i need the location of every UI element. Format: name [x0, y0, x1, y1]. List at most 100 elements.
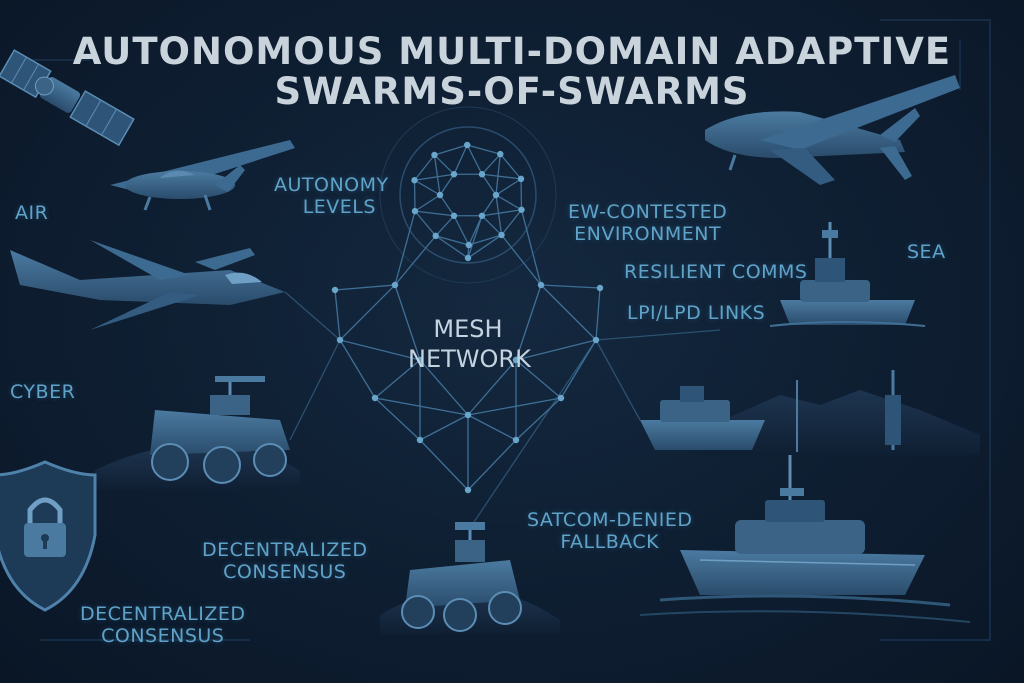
mesh-node [512, 356, 520, 364]
mesh-link [374, 397, 421, 441]
shield-lock-icon [0, 460, 97, 612]
mesh-link [434, 144, 468, 156]
resilient-comms-label: RESILIENT COMMS [624, 261, 808, 283]
uav-icon [705, 75, 960, 185]
hub-line-2: NETWORK [408, 345, 531, 373]
ew-contested-label: EW-CONTESTED ENVIRONMENT [568, 201, 727, 245]
mesh-link [339, 339, 376, 399]
drone-icon [110, 140, 295, 211]
mesh-link [520, 209, 542, 286]
mesh-link [501, 209, 523, 236]
mesh-node [464, 141, 471, 149]
mesh-link [414, 210, 455, 217]
mesh-link [419, 439, 469, 491]
mesh-node [331, 286, 339, 294]
title-line-1: AUTONOMOUS MULTI-DOMAIN ADAPTIVE [72, 30, 952, 73]
mesh-link [540, 284, 601, 289]
mesh-node [497, 150, 504, 158]
mesh-link [467, 215, 483, 259]
mesh-link [453, 215, 470, 246]
mesh-link [467, 414, 517, 441]
consensus-a-line-1: DECENTRALIZED [202, 539, 368, 561]
mesh-node [431, 151, 438, 159]
mesh-node [537, 281, 545, 289]
mesh-link [467, 359, 517, 416]
mesh-link [468, 234, 502, 246]
mesh-link [595, 339, 641, 421]
mesh-node [592, 336, 600, 344]
domain-sea-label: SEA [907, 241, 946, 263]
domain-air-label: AIR [15, 202, 49, 224]
consensus-b-line-2: CONSENSUS [101, 625, 225, 647]
satcom-line-2: FALLBACK [560, 531, 660, 553]
mesh-node [498, 231, 505, 239]
mesh-link [515, 359, 562, 399]
mesh-link [284, 291, 341, 341]
mesh-node [432, 232, 439, 240]
mesh-link [339, 339, 421, 361]
mesh-node [517, 175, 525, 183]
mesh-node [478, 171, 486, 178]
mesh-link [374, 359, 421, 399]
mesh-link [515, 339, 597, 361]
mesh-link [481, 209, 522, 217]
autonomy-line-1: AUTONOMY [274, 174, 389, 196]
mesh-link [413, 154, 435, 181]
mesh-node [492, 191, 500, 199]
mesh-link [481, 153, 501, 175]
satellite-icon [0, 49, 135, 147]
mesh-link [439, 194, 455, 217]
mesh-node [464, 486, 472, 494]
mesh-link [499, 153, 522, 180]
mesh-link [481, 215, 503, 236]
mesh-link [339, 284, 396, 341]
ew-line-2: ENVIRONMENT [574, 223, 722, 245]
mesh-node [391, 281, 399, 289]
ship-icon [640, 370, 980, 455]
mesh-link [469, 339, 597, 529]
decentralized-consensus-label: DECENTRALIZED CONSENSUS [202, 539, 368, 583]
mesh-link [595, 287, 601, 341]
mesh-link [540, 284, 597, 341]
mesh-link [334, 284, 396, 291]
autonomy-line-2: LEVELS [302, 196, 376, 218]
mesh-node [336, 336, 344, 344]
mesh-link [467, 234, 502, 259]
mesh-node [512, 436, 520, 444]
hub-line-1: MESH [433, 315, 503, 343]
mesh-link [595, 329, 721, 341]
mesh-link [419, 359, 469, 416]
jet-icon [10, 240, 285, 330]
mesh-link [394, 210, 416, 286]
hub-label: MESH NETWORK [408, 314, 531, 374]
mesh-link [467, 397, 562, 416]
mesh-link [414, 194, 441, 212]
mesh-link [453, 144, 468, 175]
mesh-link [414, 210, 437, 237]
mesh-node [465, 241, 472, 249]
ship-icon [639, 455, 971, 623]
consensus-a-line-2: CONSENSUS [223, 561, 347, 583]
mesh-node [411, 177, 418, 184]
mesh-link [439, 173, 455, 196]
satcom-line-1: SATCOM-DENIED [527, 509, 693, 531]
title-line-2: SWARMS-OF-SWARMS [274, 70, 750, 113]
mesh-link [374, 397, 469, 416]
mesh-node [450, 212, 458, 219]
ew-line-1: EW-CONTESTED [568, 201, 728, 223]
mesh-link [435, 235, 469, 259]
mesh-link [467, 439, 517, 491]
ground-robot-icon [95, 376, 300, 490]
mesh-node [518, 206, 525, 213]
mesh-link [394, 284, 421, 361]
satcom-denied-label: SATCOM-DENIED FALLBACK [527, 509, 693, 553]
mesh-link [467, 144, 501, 155]
mesh-link [495, 194, 522, 211]
mesh-node [478, 212, 486, 219]
decentralized-consensus-label-2: DECENTRALIZED CONSENSUS [80, 603, 246, 647]
mesh-node [411, 207, 419, 215]
mesh-node [596, 284, 604, 292]
mesh-link [414, 179, 441, 196]
